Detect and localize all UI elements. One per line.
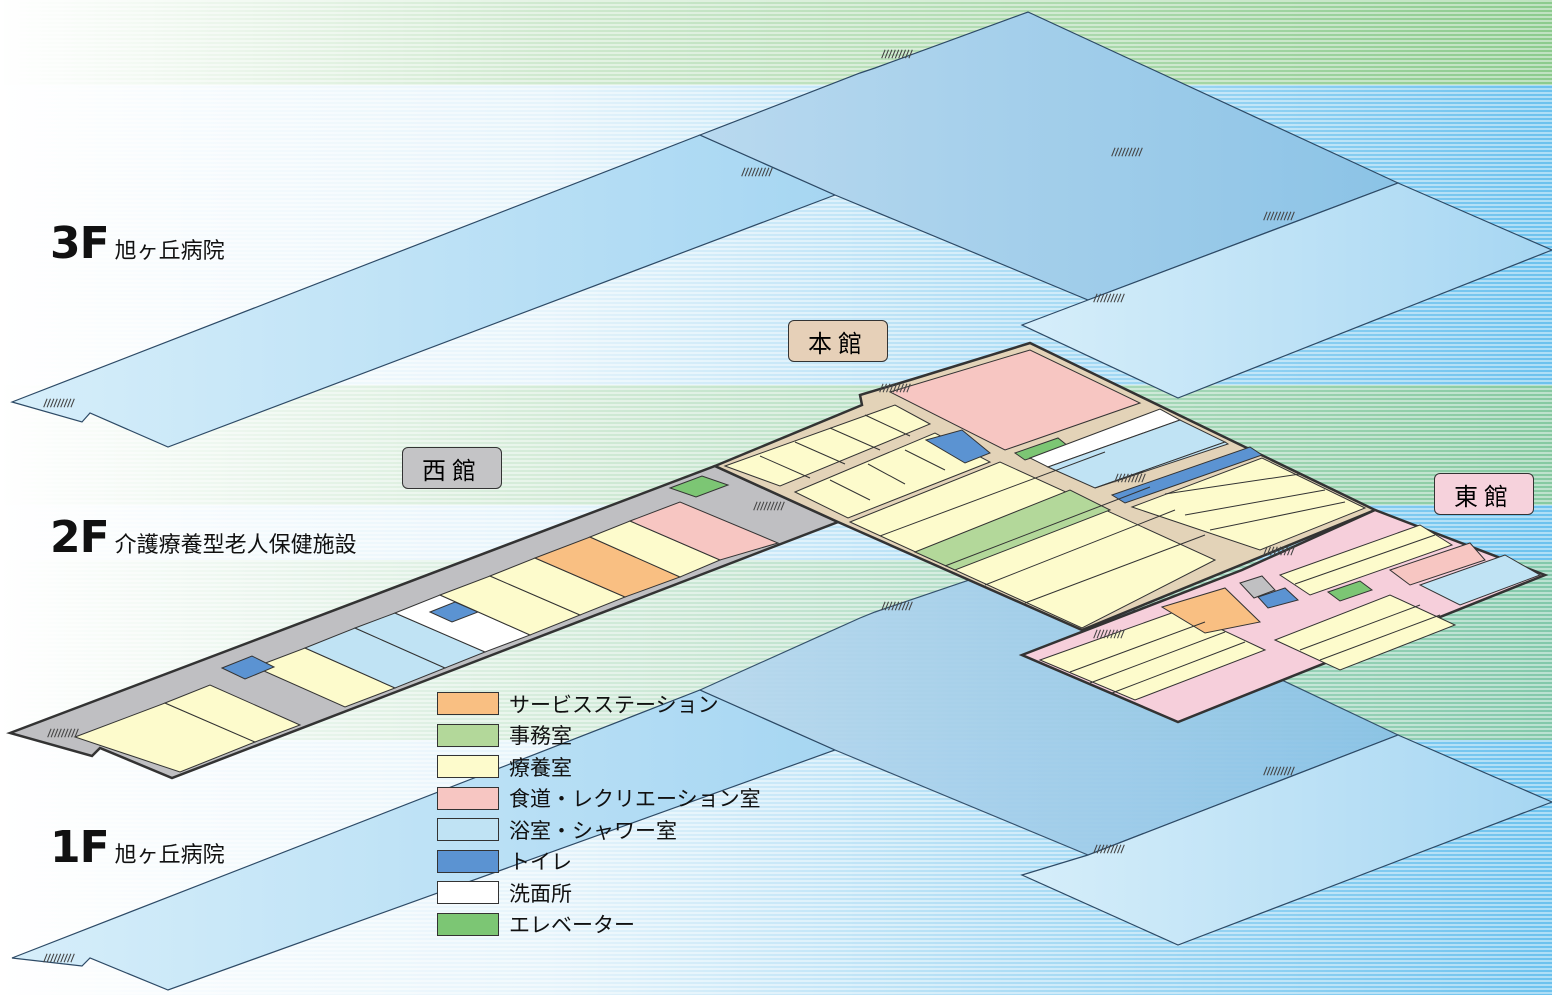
legend-label: 療養室 [509, 755, 572, 780]
legend-item: 事務室 [437, 720, 761, 752]
floor-2f-label: 2F 介護療養型老人保健施設 [50, 512, 357, 563]
legend-label: サービスステーション [509, 692, 719, 717]
floor-1f-label: 1F 旭ヶ丘病院 [50, 822, 225, 873]
legend-item: エレベーター [437, 909, 761, 941]
legend-label: 洗面所 [509, 881, 572, 906]
floor-2f-main-building [711, 341, 1379, 632]
legend-item: 洗面所 [437, 877, 761, 909]
floor-3f-name: 旭ヶ丘病院 [114, 239, 225, 264]
legend-swatch [437, 692, 499, 716]
legend-label: トイレ [509, 850, 572, 875]
floor-3f-number: 3F [50, 218, 110, 269]
building-tag-east: 東館 [1434, 473, 1534, 515]
legend-item: 療養室 [437, 751, 761, 783]
floor-2f-east-building [1018, 508, 1549, 724]
floor-2f-west-wing [6, 464, 842, 780]
floor-2f-number: 2F [50, 512, 110, 563]
legend-label: 事務室 [509, 724, 572, 749]
legend-swatch [437, 755, 499, 779]
building-tag-west: 西館 [402, 447, 502, 489]
legend-swatch [437, 912, 499, 936]
floor-1f-slab [11, 559, 1552, 991]
legend-item: 食道・レクリエーション室 [437, 783, 761, 815]
legend-item: トイレ [437, 846, 761, 878]
floor-3f-label: 3F 旭ヶ丘病院 [50, 218, 225, 269]
legend-label: エレベーター [509, 913, 635, 938]
legend-swatch [437, 723, 499, 747]
legend-item: サービスステーション [437, 688, 761, 720]
floor-2f-name: 介護療養型老人保健施設 [114, 533, 357, 558]
floor-1f-name: 旭ヶ丘病院 [114, 843, 225, 868]
floor-1f-number: 1F [50, 822, 110, 873]
legend-swatch [437, 881, 499, 905]
legend: サービスステーション 事務室 療養室 食道・レクリエーション室 浴室・シャワー室… [437, 688, 761, 940]
building-tag-main: 本館 [788, 320, 888, 362]
legend-swatch [437, 786, 499, 810]
legend-swatch [437, 818, 499, 842]
legend-label: 浴室・シャワー室 [509, 818, 677, 843]
legend-swatch [437, 849, 499, 873]
legend-item: 浴室・シャワー室 [437, 814, 761, 846]
legend-label: 食道・レクリエーション室 [509, 787, 761, 812]
floor-3f-slab [10, 11, 1552, 448]
